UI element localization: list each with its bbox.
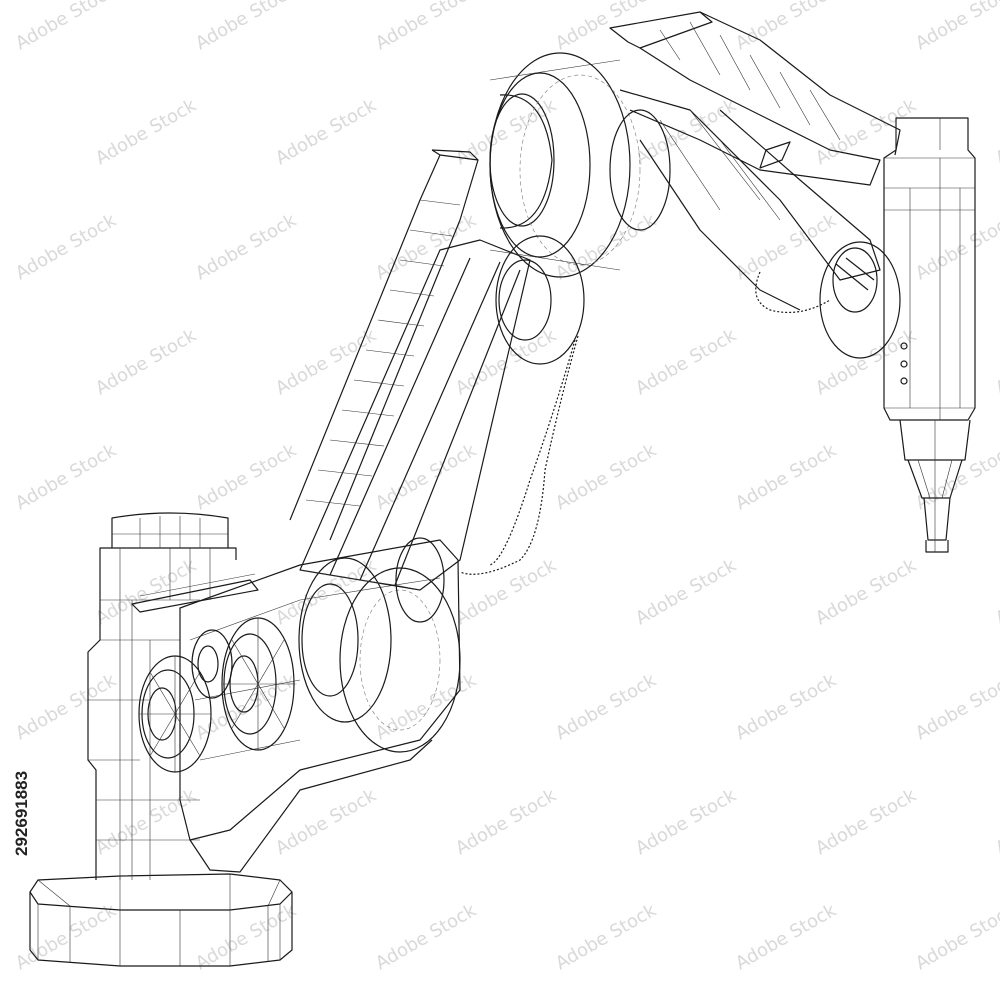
watermark-mark: Adobe Stock	[272, 95, 380, 170]
watermark-mark: Adobe Stock	[632, 325, 740, 400]
watermark-mark: Adobe Stock	[92, 95, 200, 170]
shoulder-housing	[131, 539, 461, 873]
watermark-mark: Adobe Stock	[272, 325, 380, 400]
tool-spindle	[883, 117, 976, 553]
lower-joint	[298, 537, 461, 753]
watermark-mark: Adobe Stock	[992, 95, 1000, 170]
watermark-mark: Adobe Stock	[912, 0, 1000, 54]
watermark-mark: Adobe Stock	[812, 785, 920, 860]
watermark-mark: Adobe Stock	[92, 325, 200, 400]
watermark-mark: Adobe Stock	[912, 900, 1000, 975]
watermark-mark: Adobe Stock	[372, 900, 480, 975]
watermark-mark: Adobe Stock	[632, 555, 740, 630]
watermark-mark: Adobe Stock	[92, 555, 200, 630]
watermark-mark: Adobe Stock	[12, 670, 120, 745]
watermark-mark: Adobe Stock	[192, 0, 300, 54]
watermark-mark: Adobe Stock	[452, 785, 560, 860]
watermark-mark: Adobe Stock	[992, 325, 1000, 400]
watermark-mark: Adobe Stock	[912, 440, 1000, 515]
stock-id-text: 292691883	[12, 770, 31, 856]
watermark-mark: Adobe Stock	[992, 555, 1000, 630]
watermark-mark: Adobe Stock	[192, 210, 300, 285]
watermark-mark: Adobe Stock	[812, 555, 920, 630]
watermark-mark: Adobe Stock	[12, 440, 120, 515]
watermark-mark: Adobe Stock	[992, 785, 1000, 860]
watermark-mark: Adobe Stock	[552, 440, 660, 515]
watermark-mark: Adobe Stock	[552, 210, 660, 285]
watermark-mark: Adobe Stock	[732, 900, 840, 975]
watermark-mark: Adobe Stock	[552, 900, 660, 975]
watermark-mark: Adobe Stock	[92, 785, 200, 860]
cable-hoses	[459, 271, 831, 575]
watermark-mark: Adobe Stock	[732, 0, 840, 54]
watermark-mark: Adobe Stock	[732, 670, 840, 745]
watermark-mark: Adobe Stock	[552, 670, 660, 745]
watermark-mark: Adobe Stock	[12, 0, 120, 54]
watermark-mark: Adobe Stock	[12, 210, 120, 285]
shoulder-gears	[138, 617, 295, 773]
stock-id-label: 292691883	[6, 760, 36, 960]
elbow-joint	[489, 52, 671, 365]
watermark-mark: Adobe Stock	[272, 785, 380, 860]
watermark-mark: Adobe Stock	[632, 785, 740, 860]
watermark-mark: Adobe Stock	[912, 210, 1000, 285]
watermark-mark: Adobe Stock	[732, 440, 840, 515]
lower-arm	[289, 149, 531, 591]
watermark-mark: Adobe Stock	[192, 440, 300, 515]
watermark-mark: Adobe Stock	[372, 0, 480, 54]
watermark-mark: Adobe Stock	[632, 95, 740, 170]
watermark-mark: Adobe Stock	[912, 670, 1000, 745]
watermark-mark: Adobe Stock	[452, 555, 560, 630]
wrist-joint	[819, 241, 901, 359]
watermark-mark: Adobe Stock	[192, 900, 300, 975]
watermark-mark: Adobe Stock	[372, 440, 480, 515]
watermark-mark: Adobe Stock	[372, 210, 480, 285]
upper-arm	[609, 11, 901, 311]
